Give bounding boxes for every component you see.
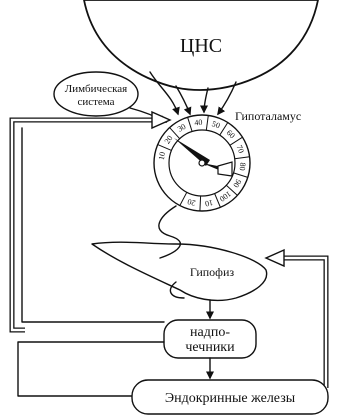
limbic-bubble [53, 71, 139, 117]
limbic-label-line1: Лимбическая [65, 83, 127, 95]
dial-tick-label: 80 [238, 162, 248, 171]
dial-divider [225, 184, 238, 196]
dial-knob [217, 161, 233, 177]
pituitary-lobe [169, 281, 185, 299]
dial-tick-label: 10 [157, 151, 167, 160]
dial-tick-label: 90 [231, 178, 243, 189]
feedback-arrow-to-pituitary [264, 248, 329, 388]
dial-tick-label: 20 [163, 134, 175, 146]
cns-label: ЦНС [180, 35, 222, 57]
left-link [21, 127, 165, 323]
limbic-label-line2: система [77, 96, 114, 108]
cns-shape [83, 0, 319, 91]
dial-tick-label: 10 [204, 198, 213, 208]
endocrine-return-path [17, 341, 165, 397]
hypothalamus-stalk [158, 205, 182, 259]
pituitary-shape [91, 241, 268, 302]
dial-tick-label: 20 [186, 197, 196, 208]
hypothalamus-label: Гипоталамус [235, 109, 301, 123]
dial-divider [157, 144, 172, 151]
dial-divider [229, 136, 243, 146]
dial-divider [187, 117, 193, 132]
dial-divider [214, 193, 221, 208]
adrenal-label-line1: надпо- [190, 325, 230, 340]
cns-arrow-2 [175, 85, 192, 116]
dial-divider [199, 195, 202, 212]
dial-tick-label: 30 [176, 122, 187, 134]
dial-divider [219, 122, 229, 136]
endocrine-box [131, 379, 329, 415]
dial-divider [179, 192, 188, 206]
pituitary-label: Гипофиз [190, 265, 235, 279]
dial-tick-label: 70 [235, 144, 246, 155]
endocrine-label: Эндокринные железы [165, 391, 296, 406]
dial-divider [169, 127, 181, 140]
cns-arrow-4 [217, 81, 237, 116]
dial-tick-label: 40 [194, 118, 203, 128]
dial-divider [234, 156, 250, 160]
cns-arrow-1 [149, 71, 180, 116]
adrenal-label-line2: чечники [185, 340, 235, 355]
cns-arrow-3 [200, 87, 209, 114]
dial-needle-long [174, 138, 210, 166]
dial-divider [205, 115, 209, 131]
dial-divider [233, 172, 248, 178]
feedback-arrow-to-dial [9, 110, 172, 333]
dial-tick-label: 50 [211, 119, 222, 130]
